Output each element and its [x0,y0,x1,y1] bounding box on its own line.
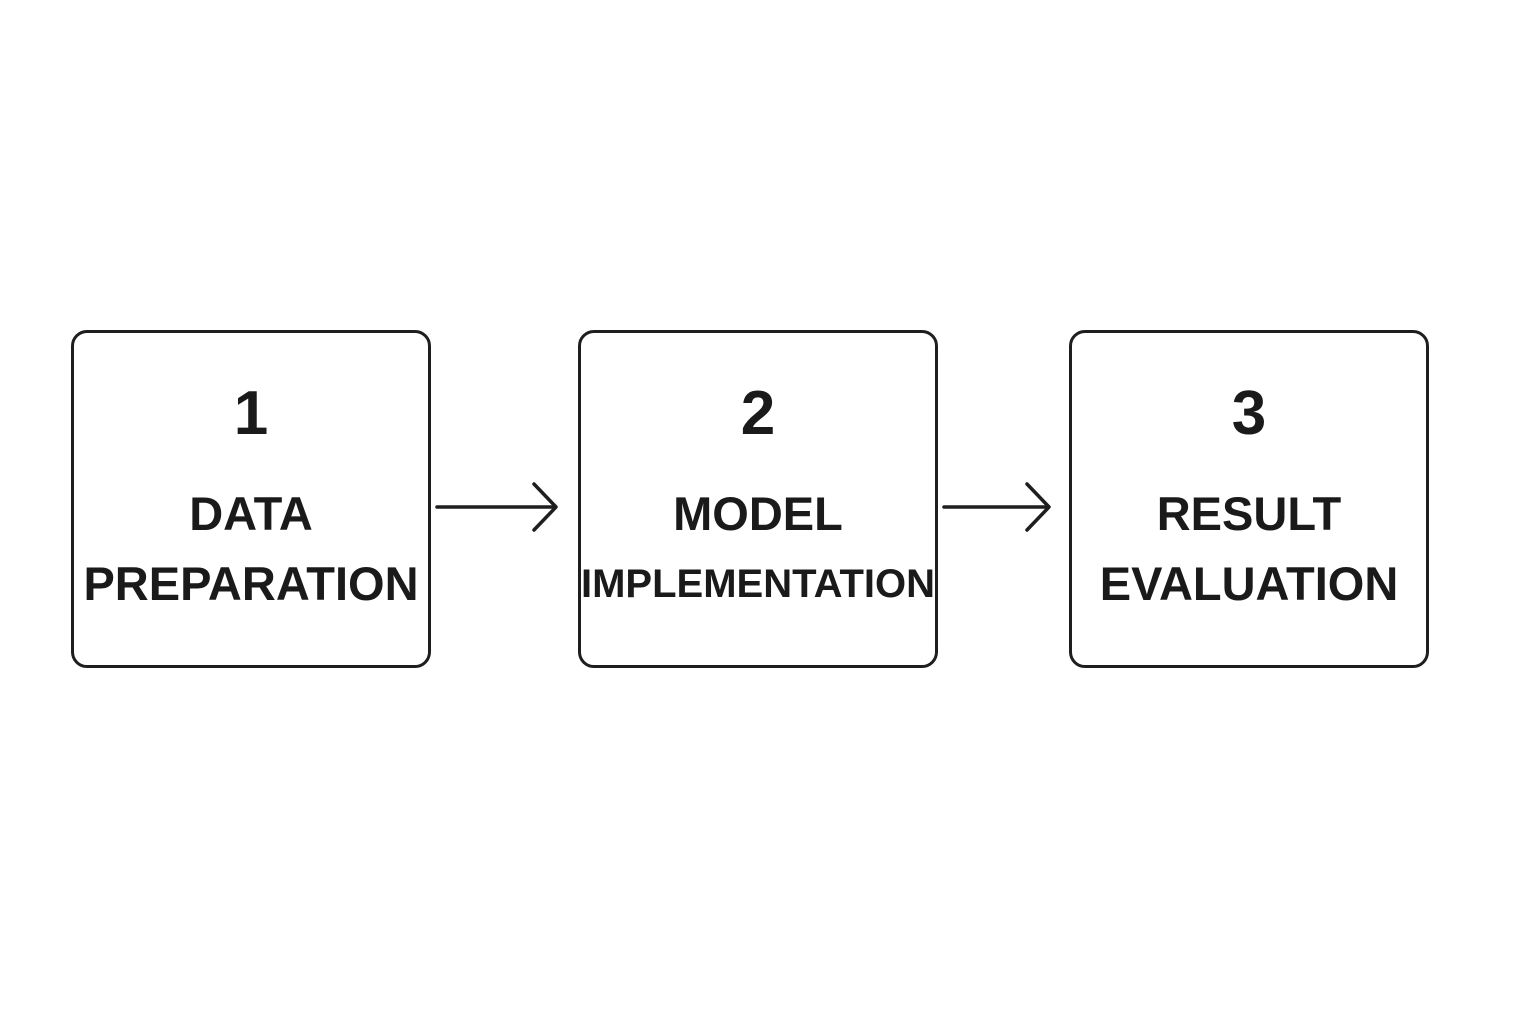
step-1-label-line2: PREPARATION [83,557,419,610]
step-2-label-line1: MODEL [673,487,843,540]
step-3-label-line2: EVALUATION [1099,557,1399,610]
step-2-number: 2 [740,379,776,448]
step-1-label-line1: DATA [189,487,313,540]
step-1-number: 1 [233,379,269,448]
step-1-box: 1 DATA PREPARATION [71,330,431,668]
step-2-label-line2: IMPLEMENTATION [581,562,936,606]
step-2-box: 2 MODEL IMPLEMENTATION [578,330,938,668]
step-3-box: 3 RESULT EVALUATION [1069,330,1429,668]
step-3-label: RESULT EVALUATION [1072,479,1426,619]
arrow-right-icon [942,482,1051,532]
step-1-label: DATA PREPARATION [74,479,428,619]
arrow-right-icon [435,482,558,532]
step-3-number: 3 [1231,379,1267,448]
step-3-label-line1: RESULT [1156,487,1342,540]
step-2-label: MODEL IMPLEMENTATION [581,479,935,619]
